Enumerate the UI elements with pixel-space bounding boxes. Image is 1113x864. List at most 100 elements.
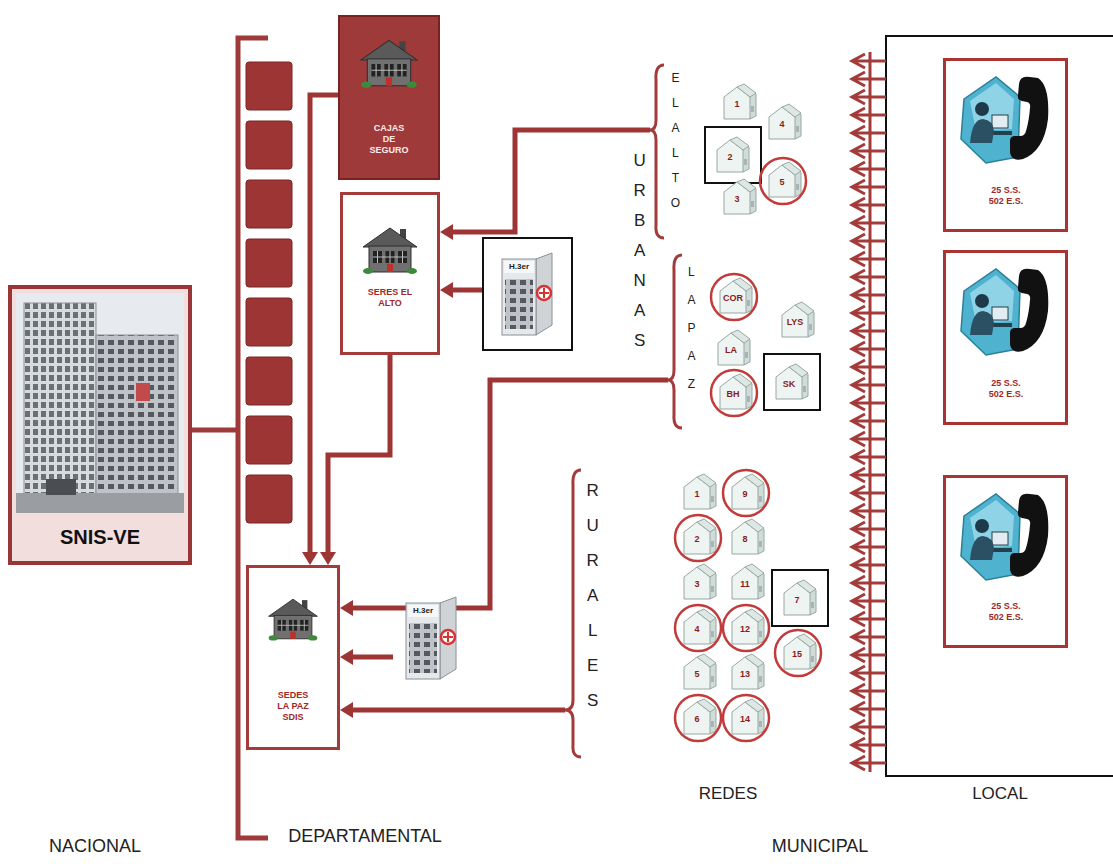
group-brace (565, 470, 581, 757)
hospital-label: H.3er (504, 262, 534, 272)
flow-line (353, 655, 393, 660)
house-icon (724, 179, 756, 214)
network-house: 8 (728, 517, 768, 557)
flow-arrow (302, 95, 338, 565)
network-number: 8 (725, 535, 765, 545)
network-house: LYS (778, 300, 818, 340)
network-house: 13 (728, 652, 768, 692)
house-icon (266, 596, 320, 642)
highlight-circle (775, 630, 821, 676)
level-label: LOCAL (890, 784, 1110, 804)
network-number: 3 (717, 195, 757, 205)
node-title: SEDES LA PAZ SDIS (273, 690, 313, 722)
flow-arrow (440, 130, 650, 240)
network-house: 5 (765, 160, 805, 200)
highlight-circle (723, 695, 769, 741)
network-number: 13 (725, 670, 765, 680)
house-icon (269, 599, 318, 640)
network-house: 3 (720, 177, 760, 217)
group-brace (650, 65, 664, 238)
highlight-square (764, 354, 820, 410)
flow-line (453, 130, 650, 232)
telephone-icon (956, 261, 1056, 361)
group-title: EL ALTO (670, 66, 681, 216)
arrow-head (302, 552, 318, 565)
hospital-icon-node: H.3er (393, 587, 471, 690)
telephone-icon (961, 77, 1048, 163)
local-unit-box: 25 S.S. 502 E.S. (943, 475, 1068, 648)
highlight-square (772, 570, 828, 626)
house-icon (684, 654, 716, 689)
network-group: LA PAZCORLYSLASKBH (668, 250, 825, 432)
network-number: 3 (677, 580, 717, 590)
flow-line (328, 355, 390, 552)
house-icon (717, 137, 749, 172)
local-unit-text: 25 S.S. 502 E.S. (983, 601, 1029, 623)
network-house: 3 (680, 562, 720, 602)
hospital-icon (406, 597, 456, 679)
network-number: 9 (725, 490, 765, 500)
network-number: 1 (717, 100, 757, 110)
telephone-icon (961, 269, 1048, 355)
network-house: COR (716, 276, 756, 316)
house-icon (360, 225, 420, 275)
flow-arrow (440, 282, 482, 298)
network-house: 9 (728, 472, 768, 512)
highlight-circle (711, 370, 757, 416)
network-house: 7 (780, 578, 820, 618)
house-icon (720, 177, 760, 217)
highlight-circle (755, 150, 815, 210)
house-icon (358, 37, 420, 89)
arrow-head (440, 224, 453, 240)
network-number: 7 (777, 596, 817, 606)
network-number: 15 (777, 650, 817, 660)
local-unit-text: 25 S.S. 502 E.S. (983, 378, 1029, 400)
network-house: 2 (713, 135, 753, 175)
house-icon (363, 228, 417, 274)
network-house: SK (772, 362, 812, 402)
local-outline (886, 36, 1113, 776)
highlight-circle (723, 470, 769, 516)
network-number: SK (769, 380, 809, 390)
hospital-box: H.3er (482, 237, 573, 351)
regional-service-box: SERES EL ALTO (340, 192, 440, 355)
network-number: COR (713, 294, 753, 304)
network-number: 4 (762, 120, 802, 130)
house-icon (361, 40, 417, 88)
network-house: 15 (780, 632, 820, 672)
flow-line (353, 708, 565, 713)
departmental-service-box: SEDES LA PAZ SDIS (246, 565, 340, 750)
group-brace (668, 255, 682, 428)
network-house: 14 (728, 697, 768, 737)
arrow-head (340, 702, 353, 718)
network-number: LA (711, 346, 751, 356)
network-house: 4 (680, 607, 720, 647)
arrow-head (320, 552, 336, 565)
network-house: 11 (728, 562, 768, 602)
highlight-circle (723, 605, 769, 651)
building-photo (16, 293, 184, 513)
level-label: NACIONAL (0, 836, 205, 858)
node-title: SNIS-VE (12, 525, 188, 549)
network-group: RURALES1928311741215513614 (565, 465, 830, 762)
house-icon (680, 652, 720, 692)
group-brace (565, 465, 583, 762)
house-icon (684, 474, 716, 509)
house-icon (769, 162, 801, 197)
network-house: LA (714, 328, 754, 368)
highlight-circle (711, 274, 757, 320)
level-label: MUNICIPAL (710, 836, 930, 858)
house-icon (765, 102, 805, 142)
flow-line (353, 380, 668, 608)
house-icon (684, 519, 716, 554)
node-title: CAJAS DE SEGURO (368, 123, 410, 155)
local-unit-box: 25 S.S. 502 E.S. (943, 250, 1068, 425)
network-house: 6 (680, 697, 720, 737)
flow-line (453, 288, 482, 293)
network-house: 5 (680, 652, 720, 692)
flow-arrow (340, 649, 393, 665)
flow-arrow (340, 380, 668, 616)
network-number: 14 (725, 715, 765, 725)
node-title: SERES EL ALTO (365, 287, 415, 309)
